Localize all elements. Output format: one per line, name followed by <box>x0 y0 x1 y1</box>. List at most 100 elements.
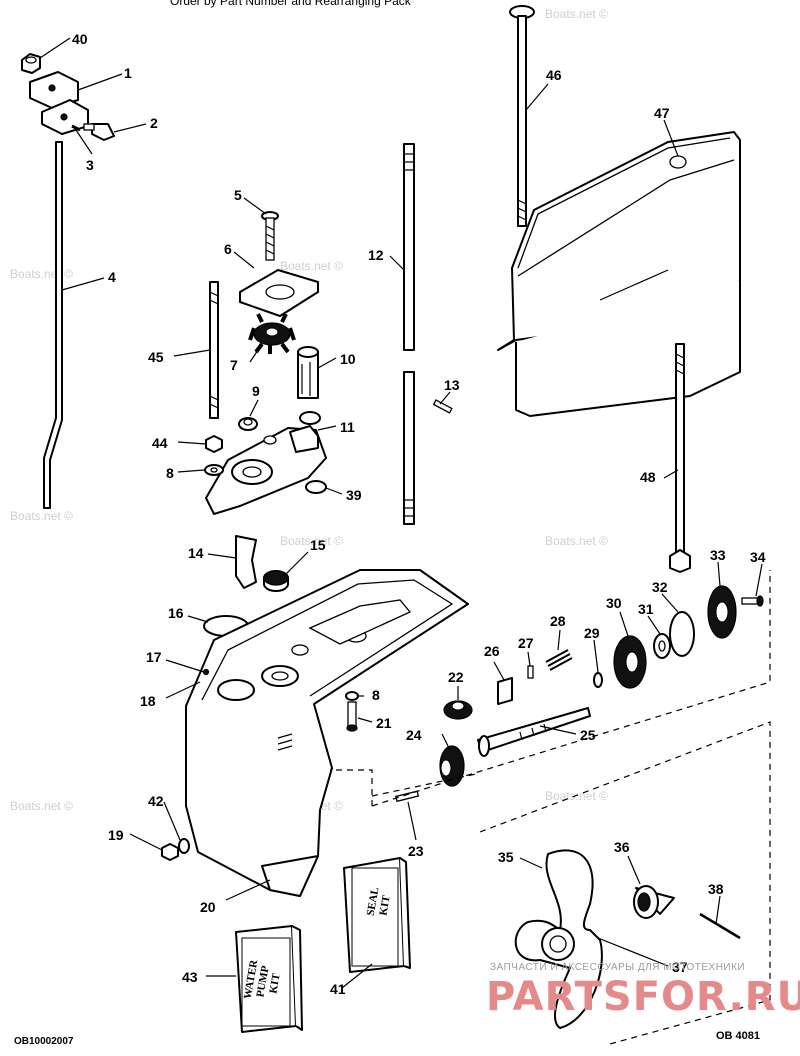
watermark-text: Boats.net © <box>10 267 73 281</box>
part-40-nut <box>21 53 41 74</box>
callout-30: 30 <box>606 595 622 611</box>
callout-42: 42 <box>148 793 164 809</box>
callout-35: 35 <box>498 849 514 865</box>
part-15-bushing <box>263 570 289 592</box>
watermark-text: Boats.net © <box>10 799 73 813</box>
part-17-screw <box>202 668 210 676</box>
part-7-impeller <box>248 313 296 354</box>
callout-29: 29 <box>584 625 600 641</box>
callouts: 40 1 2 3 4 5 6 7 45 10 9 11 44 8 39 12 1… <box>72 31 766 997</box>
water-pump-kit-label-line2: PUMP <box>254 965 271 999</box>
callout-47: 47 <box>654 105 670 121</box>
callout-21: 21 <box>376 715 392 731</box>
part-25-propeller-shaft <box>477 707 591 757</box>
watermark-text: Boats.net © <box>10 509 73 523</box>
part-31-bearing <box>653 633 671 659</box>
alignment-lines <box>330 570 771 1045</box>
callout-24: 24 <box>406 727 422 743</box>
part-22-pinion-gear <box>443 700 473 720</box>
part-8-washer-lower <box>345 691 359 701</box>
callout-2: 2 <box>150 115 158 131</box>
callout-41: 41 <box>330 981 346 997</box>
part-10-tube <box>297 346 319 399</box>
watermarks: Boats.net © Boats.net © Boats.net © Boat… <box>10 7 608 813</box>
callout-15: 15 <box>310 537 326 553</box>
callout-43: 43 <box>182 969 198 985</box>
callout-6: 6 <box>224 241 232 257</box>
part-32-o-ring <box>669 611 695 657</box>
doc-code-right: OB 4081 <box>716 1030 761 1042</box>
callout-3: 3 <box>86 157 94 173</box>
callout-38: 38 <box>708 881 724 897</box>
callout-23: 23 <box>408 843 424 859</box>
callout-5: 5 <box>234 187 242 203</box>
callout-26: 26 <box>484 643 500 659</box>
callout-25: 25 <box>580 727 596 743</box>
watermark-text: Boats.net © <box>545 7 608 21</box>
part-43-water-pump-kit: WATER PUMP KIT <box>235 925 303 1033</box>
brand-tagline: ЗАПЧАСТИ И АКСЕССУАРЫ ДЛЯ МОТОТЕХНИКИ <box>490 962 746 973</box>
callout-36: 36 <box>614 839 630 855</box>
seal-kit-label-line2: KIT <box>377 894 392 917</box>
leader-lines <box>39 37 763 989</box>
callout-10: 10 <box>340 351 356 367</box>
callout-22: 22 <box>448 669 464 685</box>
part-34-screw <box>741 595 764 607</box>
part-2-screw <box>83 123 115 141</box>
callout-8-lower: 8 <box>372 687 380 703</box>
part-12-driveshaft <box>403 143 415 525</box>
part-33-bearing-carrier <box>707 585 737 639</box>
part-46-screw <box>509 5 535 227</box>
part-42-washer <box>178 838 190 854</box>
callout-32: 32 <box>652 579 668 595</box>
callout-44: 44 <box>152 435 168 451</box>
callout-28: 28 <box>550 613 566 629</box>
callout-13: 13 <box>444 377 460 393</box>
part-13-pin <box>432 399 453 414</box>
callout-14: 14 <box>188 545 204 561</box>
part-38-cotter-pin <box>699 912 741 940</box>
callout-20: 20 <box>200 899 216 915</box>
callout-12: 12 <box>368 247 384 263</box>
watermark-text: Boats.net © <box>280 259 343 273</box>
callout-7: 7 <box>230 357 238 373</box>
part-5-screw <box>261 211 279 261</box>
part-8-washer <box>204 464 224 476</box>
part-27-pin <box>527 665 534 679</box>
part-26-clutch-dog <box>497 677 513 705</box>
part-47-exhaust-housing <box>497 131 741 417</box>
part-9-seal <box>238 417 258 431</box>
part-11-pump-housing <box>205 411 327 515</box>
callout-1: 1 <box>124 65 132 81</box>
callout-37: 37 <box>672 959 688 975</box>
callout-33: 33 <box>710 547 726 563</box>
header-text: Order by Part Number and Rearranging Pac… <box>170 0 411 8</box>
callout-48: 48 <box>640 469 656 485</box>
callout-8: 8 <box>166 465 174 481</box>
part-41-seal-kit: SEAL KIT <box>343 857 411 973</box>
seal-kit-label-line1: SEAL <box>365 886 382 916</box>
water-pump-kit-label-line3: KIT <box>267 972 282 995</box>
part-6-plate <box>239 269 319 317</box>
callout-45: 45 <box>148 349 164 365</box>
callout-19: 19 <box>108 827 124 843</box>
part-36-propeller-nut <box>633 885 675 919</box>
callout-31: 31 <box>638 601 654 617</box>
brand-logo: PARTSFOR.RU <box>486 974 800 1020</box>
part-44-nut <box>205 435 223 453</box>
part-45-stud <box>209 281 219 419</box>
part-28-spring <box>545 649 573 671</box>
callout-16: 16 <box>168 605 184 621</box>
part-39-o-ring <box>305 480 327 494</box>
part-4-shift-rod <box>43 141 63 509</box>
part-29-washer <box>593 672 603 688</box>
part-35-propeller <box>514 849 603 1029</box>
watermark-text: Boats.net © <box>280 534 343 548</box>
doc-code-left: OB10002007 <box>14 1036 74 1047</box>
part-23-pin <box>395 790 420 803</box>
part-30-reverse-gear <box>613 635 647 689</box>
part-14-bracket <box>235 535 257 589</box>
callout-4: 4 <box>108 269 116 285</box>
callout-46: 46 <box>546 67 562 83</box>
